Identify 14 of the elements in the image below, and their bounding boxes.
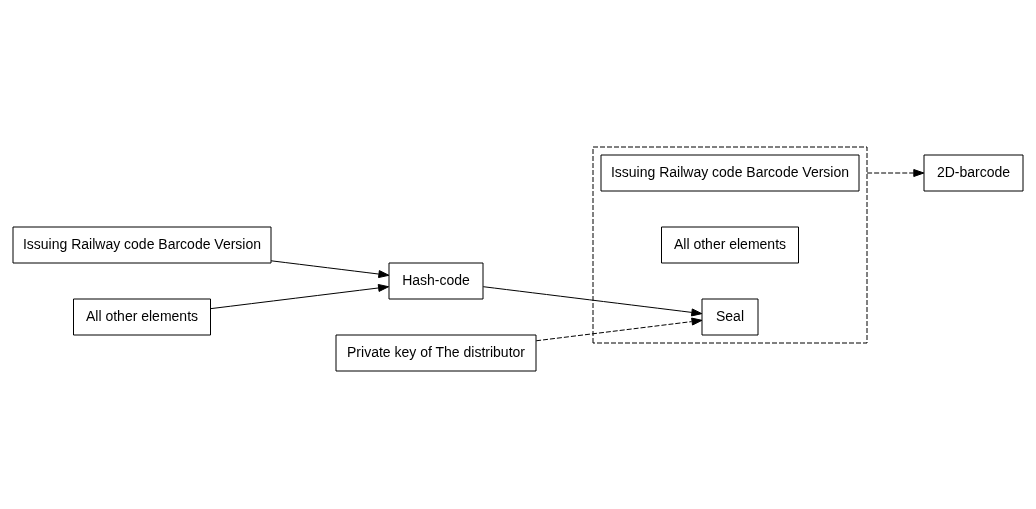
node-box: Hash-code bbox=[388, 262, 484, 299]
arrow bbox=[482, 285, 703, 316]
node-box: Issuing Railway code Barcode Version bbox=[12, 226, 272, 263]
arrow bbox=[866, 168, 925, 177]
node-box: All other elements bbox=[661, 226, 799, 263]
arrow bbox=[270, 259, 390, 278]
node-box: Seal bbox=[701, 298, 759, 335]
node-box: Private key of The distributor bbox=[335, 334, 537, 371]
arrow bbox=[210, 283, 390, 309]
node-box: Issuing Railway code Barcode Version bbox=[600, 154, 860, 191]
cluster bbox=[592, 146, 868, 343]
arrow bbox=[535, 317, 703, 341]
node-box: All other elements bbox=[73, 298, 211, 335]
node-box: 2D-barcode bbox=[923, 154, 1024, 191]
